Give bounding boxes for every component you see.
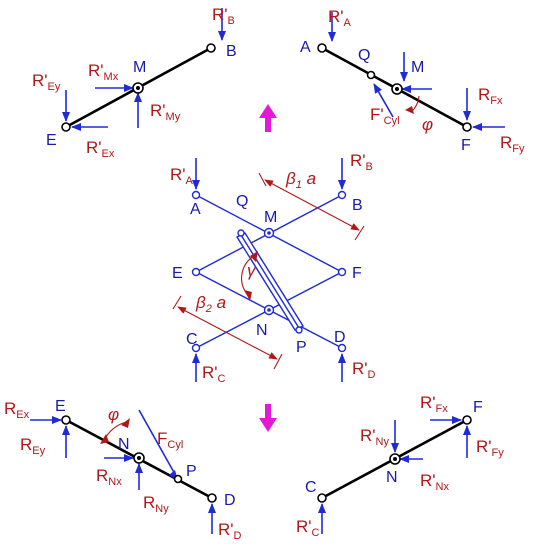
force-arrow-fcyl bbox=[373, 83, 394, 118]
mech-label-a: A bbox=[190, 201, 201, 218]
pin-p-mech bbox=[295, 326, 303, 334]
dimension-beta2-a bbox=[177, 306, 278, 360]
force-label-rny: R'Ny bbox=[360, 426, 389, 448]
mech-label-m: M bbox=[264, 209, 277, 226]
pin-a bbox=[317, 43, 327, 53]
force-label-bex: REx bbox=[4, 399, 30, 421]
force-label-rfy: RFy bbox=[500, 133, 525, 155]
free-body-link-cnf: C N F R'Fx R'Ny R'Fy R'Nx R'C bbox=[296, 393, 504, 539]
point-label-e-bottom: E bbox=[55, 398, 66, 415]
force-label-bey: REy bbox=[20, 435, 46, 457]
point-label-a: A bbox=[300, 39, 311, 56]
force-label-bny: RNy bbox=[143, 493, 169, 515]
arrow-up-icon bbox=[259, 104, 277, 132]
force-label-rb: R'B bbox=[212, 5, 235, 27]
angle-label-phi-top: φ bbox=[422, 115, 433, 134]
force-label-rpa: R'A bbox=[170, 165, 194, 187]
arrow-down-icon bbox=[259, 404, 277, 432]
mech-label-b: B bbox=[352, 197, 363, 214]
pin-e bbox=[61, 122, 71, 132]
pin-d-bottom bbox=[207, 493, 217, 503]
pin-d-mech bbox=[337, 343, 347, 353]
force-label-rpd: R'D bbox=[352, 359, 376, 381]
force-label-rfy-bottom: R'Fy bbox=[476, 437, 504, 459]
force-label-rpc: R'C bbox=[202, 363, 226, 385]
dim-label-beta1-a: β1 a bbox=[285, 169, 316, 191]
pin-c-mech bbox=[191, 343, 201, 353]
pin-e-bottom bbox=[61, 415, 71, 425]
angle-label-phi-bottom: φ bbox=[108, 405, 119, 424]
force-label-bfcyl: FCyl bbox=[157, 429, 183, 451]
point-label-b: B bbox=[226, 43, 237, 60]
angle-label-gamma: γ bbox=[247, 261, 257, 280]
force-label-rc: R'C bbox=[296, 517, 320, 539]
pin-q bbox=[366, 70, 376, 80]
force-label-rpb: R'B bbox=[350, 151, 373, 173]
scissor-mechanism: A B Q M E F C N P D R'A R'B R'C R'D β1 a… bbox=[170, 151, 376, 385]
mech-label-d: D bbox=[334, 329, 346, 346]
pin-f-mech bbox=[337, 267, 347, 277]
force-label-bd: R'D bbox=[218, 520, 242, 542]
force-label-fcyl-top: F'Cyl bbox=[370, 105, 400, 127]
angle-arc-gamma bbox=[241, 255, 255, 295]
mech-label-p: P bbox=[296, 339, 307, 356]
force-label-rfx-bottom: R'Fx bbox=[420, 393, 448, 415]
force-label-rey: R'Ey bbox=[32, 71, 61, 93]
point-label-f-bottom: F bbox=[473, 399, 483, 416]
mech-label-e: E bbox=[172, 265, 183, 282]
mech-label-q: Q bbox=[236, 193, 248, 210]
pin-c-bottom bbox=[317, 493, 327, 503]
force-label-bnx: RNx bbox=[96, 466, 122, 488]
pin-f-bottom bbox=[462, 415, 472, 425]
pin-b bbox=[206, 43, 216, 53]
free-body-link-enpd: E N P D REx REy FCyl RNx RNy R'D φ bbox=[4, 398, 242, 542]
free-body-link-aqmf: A Q M F R'A RFx RFy F'Cyl φ bbox=[300, 7, 525, 155]
point-label-d-bottom: D bbox=[224, 492, 236, 509]
free-body-link-emb: B M E R'B R'Ey R'Mx R'My R'Ex bbox=[32, 5, 237, 160]
force-label-rex: R'Ex bbox=[86, 138, 115, 160]
point-label-q: Q bbox=[358, 47, 370, 64]
pin-a-mech bbox=[191, 190, 201, 200]
pin-f bbox=[462, 122, 472, 132]
force-label-rfx: RFx bbox=[478, 85, 503, 107]
point-label-m-top: M bbox=[411, 59, 424, 76]
point-label-c-bottom: C bbox=[305, 479, 317, 496]
dim-label-beta2-a: β2 a bbox=[195, 293, 226, 315]
mech-label-n: N bbox=[256, 322, 268, 339]
pin-e-mech bbox=[191, 267, 201, 277]
mech-label-f: F bbox=[352, 265, 362, 282]
point-label-n-right: N bbox=[386, 469, 398, 486]
force-label-ra: R'A bbox=[328, 7, 352, 29]
force-label-rmy: R'My bbox=[150, 101, 181, 123]
pin-q-mech bbox=[237, 229, 245, 237]
point-label-f: F bbox=[461, 137, 471, 154]
force-label-rnx: R'Nx bbox=[420, 471, 449, 493]
point-label-e: E bbox=[46, 132, 57, 149]
pin-b-mech bbox=[337, 190, 347, 200]
force-label-rmx: R'Mx bbox=[88, 61, 119, 83]
mech-label-c: C bbox=[186, 331, 198, 348]
dimension-beta1-a bbox=[264, 179, 360, 231]
point-label-n-bottom: N bbox=[118, 436, 130, 453]
force-line-fcyl bbox=[138, 409, 177, 477]
point-label-p-bottom: P bbox=[186, 463, 197, 480]
point-label-m: M bbox=[133, 59, 146, 76]
pin-p-bottom bbox=[173, 474, 183, 484]
